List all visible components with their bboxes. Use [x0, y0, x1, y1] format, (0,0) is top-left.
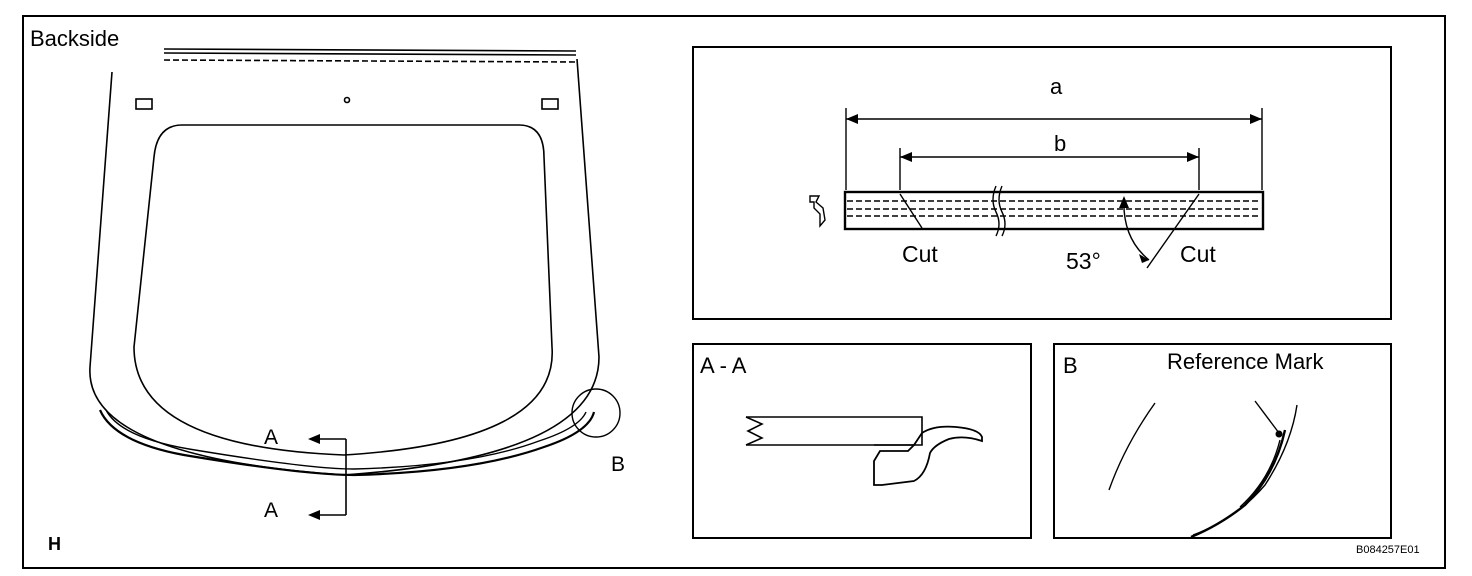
slot-left	[135, 98, 153, 110]
reference-mark-dot	[1275, 430, 1283, 438]
molding-strip-inner	[105, 409, 587, 470]
detail-b-panel: B Reference Mark	[1053, 343, 1392, 539]
inner-opening	[133, 124, 553, 456]
molding-profile	[873, 425, 983, 486]
figure-frame	[22, 15, 1446, 569]
slot-right	[541, 98, 559, 110]
dim-a-label: a	[1050, 74, 1063, 99]
reference-leader-line	[1254, 400, 1280, 434]
dimension-panel: a b Cut 53° Cut	[692, 46, 1392, 320]
top-edge-line	[163, 48, 577, 52]
section-arrow-top-head	[308, 434, 320, 444]
dim-b-label: b	[1054, 131, 1067, 156]
molding-strip	[843, 190, 1265, 231]
section-label-a-top: A	[264, 426, 279, 449]
dim-a-arrow-left	[846, 114, 858, 124]
detail-b-title: B	[1063, 353, 1078, 378]
section-arrow-bottom-head	[308, 510, 320, 520]
cut-label-right: Cut	[1180, 241, 1216, 267]
dim-b-arrow-left	[900, 152, 912, 162]
backside-view: Backside A A B H	[24, 17, 664, 567]
section-aa-drawing	[745, 416, 983, 486]
molding-dimension-drawing	[809, 108, 1265, 269]
cut-line-left	[899, 193, 923, 229]
dim-b-arrow-right	[1187, 152, 1199, 162]
section-aa-panel: A - A	[692, 343, 1032, 539]
detail-molding-inner	[1239, 439, 1281, 508]
angle-arrow-bottom	[1139, 254, 1149, 263]
section-panel-edge	[746, 416, 923, 446]
section-break-mark	[745, 416, 764, 446]
panel-outline	[89, 58, 600, 476]
cut-line-right	[1146, 193, 1200, 269]
detail-inner-arc	[1108, 402, 1156, 491]
cut-label-left: Cut	[902, 241, 938, 267]
angle-arrow-top	[1119, 196, 1129, 208]
detail-outer-arc-1	[1192, 404, 1298, 536]
dim-a-arrow-right	[1250, 114, 1262, 124]
backside-drawing	[89, 48, 621, 520]
top-edge-line-2	[163, 52, 577, 56]
reference-mark-label: Reference Mark	[1167, 349, 1324, 374]
break-mark-2	[998, 185, 1006, 237]
angle-label: 53°	[1066, 248, 1101, 274]
corner-code-label: H	[48, 534, 61, 554]
figure-id-label: B084257E01	[1356, 544, 1420, 556]
detail-b-drawing	[1108, 400, 1298, 539]
detail-label-b: B	[611, 453, 626, 476]
detail-molding-arc	[1190, 429, 1287, 539]
top-edge-dashed	[163, 59, 577, 63]
center-hole	[343, 96, 351, 104]
backside-label: Backside	[30, 26, 120, 51]
section-label-a-bottom: A	[264, 499, 279, 522]
profile-symbol	[809, 195, 826, 228]
detail-b-circle	[571, 388, 621, 438]
section-aa-title: A - A	[700, 353, 747, 378]
break-mark-1	[992, 185, 1000, 237]
molding-strip-outer	[98, 409, 596, 477]
